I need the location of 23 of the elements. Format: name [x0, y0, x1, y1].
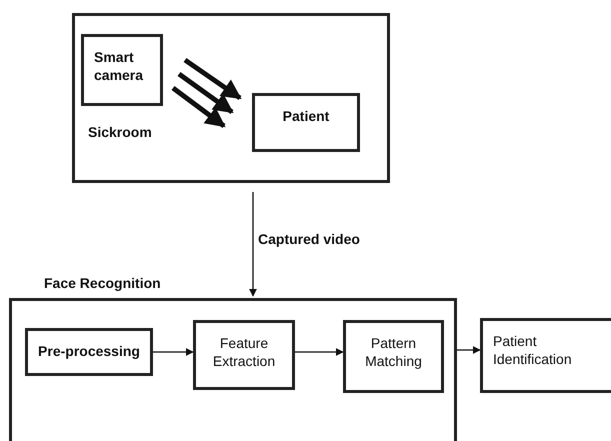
- process-box: [193, 320, 295, 390]
- node-label: Patient: [282, 108, 330, 126]
- arrow: [172, 86, 226, 128]
- node-label: Pre-processing: [37, 343, 141, 360]
- node-label: Patient Identification: [493, 333, 573, 368]
- arrow: [249, 192, 257, 297]
- node-label: Pattern Matching: [364, 335, 423, 370]
- group-heading: Face Recognition: [44, 275, 162, 292]
- arrow: [295, 348, 344, 356]
- arrow: [457, 346, 481, 354]
- node-label: Sickroom: [88, 124, 153, 142]
- container-box: [72, 13, 390, 183]
- process-box: [480, 318, 611, 393]
- node-label: Feature Extraction: [212, 335, 276, 370]
- process-box: [81, 34, 163, 106]
- arrow: [184, 58, 242, 100]
- arrow: [153, 348, 194, 356]
- process-box: [343, 320, 444, 393]
- node-label: Smart camera: [94, 49, 144, 84]
- arrow: [178, 72, 234, 114]
- process-box: [25, 328, 153, 376]
- process-box: [252, 93, 360, 152]
- edge-label: Captured video: [258, 230, 360, 248]
